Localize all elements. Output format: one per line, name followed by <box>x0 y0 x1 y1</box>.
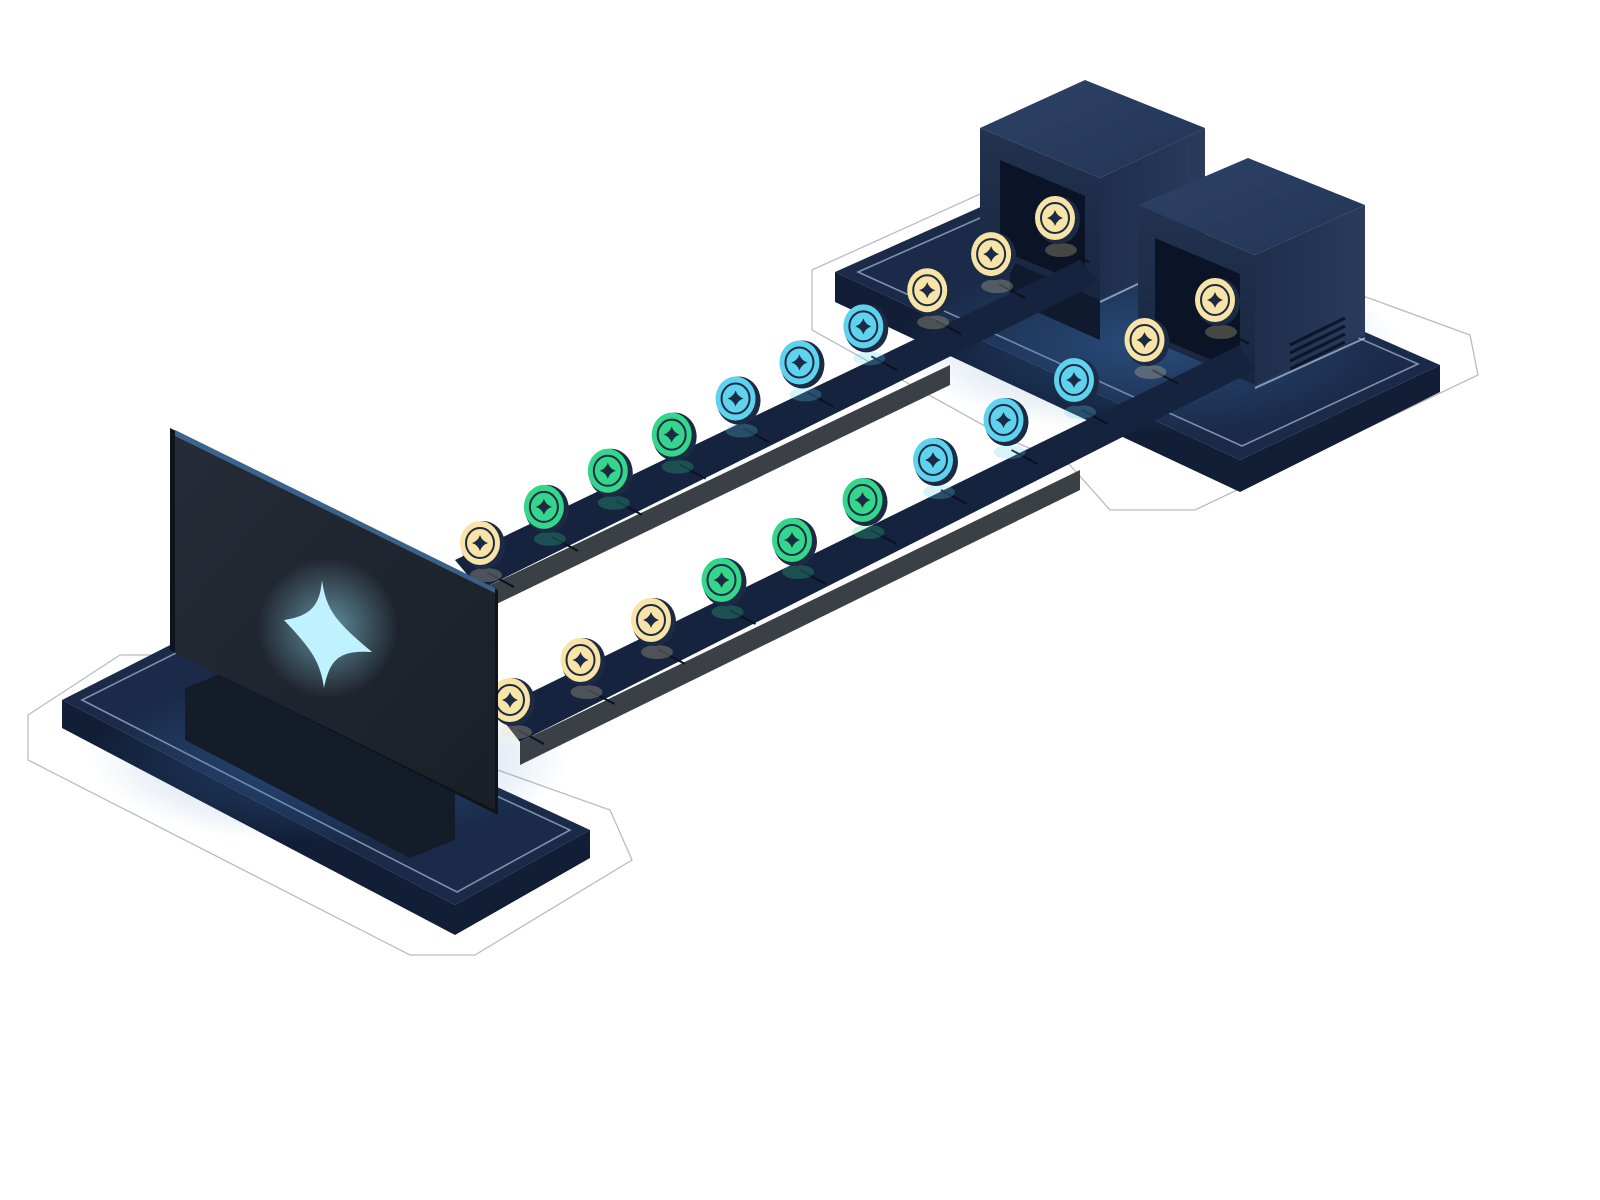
token-reflection <box>1064 405 1096 419</box>
sparkle-icon <box>791 354 808 371</box>
conveyor-lower <box>490 278 1255 765</box>
sparkle-icon <box>535 498 552 515</box>
lower-token-green <box>701 558 747 606</box>
belt-tick <box>615 499 643 516</box>
belt-tick <box>551 536 579 552</box>
sparkle-icon <box>663 426 680 443</box>
belt-tick <box>1011 449 1038 465</box>
sparkle-icon <box>983 246 1000 263</box>
belt-tick <box>487 572 515 588</box>
sparkle-icon <box>1066 372 1082 388</box>
vent-grille <box>1289 316 1346 371</box>
token-reflection <box>570 685 603 699</box>
belt-tick <box>517 729 545 745</box>
lower-token-cyan <box>1054 358 1099 406</box>
upper-token-yellow <box>1035 196 1080 244</box>
belt-tick <box>934 319 962 336</box>
upper-token-cyan <box>843 304 889 353</box>
sparkle-icon <box>995 412 1012 428</box>
lower-token-yellow <box>490 678 535 726</box>
token-reflection <box>789 387 822 402</box>
belt-tick <box>870 529 897 545</box>
token-reflection <box>1205 325 1237 339</box>
conveyor-lower-belt <box>495 345 1255 742</box>
token-reflection <box>597 495 630 510</box>
conveyor-upper-belt <box>455 260 1100 590</box>
belt-tick <box>1222 329 1250 345</box>
belt-tick <box>658 649 686 665</box>
client-platform <box>27 640 633 956</box>
token-reflection <box>725 423 758 438</box>
belt-tick <box>1081 409 1109 425</box>
belt-tick <box>729 609 756 625</box>
belt-tick <box>1062 247 1090 263</box>
sparkle-icon <box>643 612 659 628</box>
token-reflection <box>852 525 885 539</box>
sparkle-icon <box>784 532 800 548</box>
belt-tick <box>588 689 615 705</box>
token-reflection <box>981 279 1014 294</box>
sparkle-icon <box>854 492 871 508</box>
lower-token-green <box>772 518 817 566</box>
sparkle-icon <box>1207 292 1223 308</box>
token-reflection <box>661 459 694 474</box>
upper-token-green <box>523 484 569 533</box>
belt-tick <box>1152 369 1179 385</box>
token-reflection <box>533 531 566 546</box>
sparkle-icon <box>284 580 372 688</box>
upper-token-yellow <box>907 268 953 317</box>
lower-token-yellow <box>1124 318 1170 366</box>
belt-tick <box>940 489 968 505</box>
token-reflection <box>711 605 744 619</box>
belt-tick <box>998 283 1026 299</box>
conveyor-upper <box>455 196 1100 612</box>
upper-token-green <box>587 448 633 497</box>
token-reflection <box>470 568 502 582</box>
upper-token-yellow <box>460 521 505 569</box>
lower-token-green <box>842 478 888 526</box>
sparkle-icon <box>1047 210 1063 226</box>
upper-token-cyan <box>715 376 761 425</box>
belt-tick <box>743 427 771 444</box>
lower-token-cyan <box>913 438 958 486</box>
token-reflection <box>641 645 673 659</box>
sparkle-icon <box>727 390 744 407</box>
upper-token-green <box>651 412 697 461</box>
upper-token-cyan <box>779 340 825 389</box>
client-screen <box>170 428 498 815</box>
sparkle-icon <box>855 318 872 335</box>
sparkle-icon <box>502 692 518 708</box>
token-reflection <box>1045 243 1077 257</box>
sparkle-icon <box>919 282 936 299</box>
token-reflection <box>500 725 532 739</box>
lower-token-cyan <box>983 398 1029 446</box>
sparkle-icon <box>472 535 488 551</box>
lower-token-yellow <box>560 638 606 686</box>
sparkle-icon <box>1136 332 1153 348</box>
client-platform-outline <box>27 654 633 956</box>
belt-tick <box>799 569 827 585</box>
lower-token-yellow <box>631 598 676 646</box>
token-reflection <box>917 315 950 330</box>
token-reflection <box>993 445 1026 459</box>
sparkle-icon <box>713 572 730 588</box>
sparkle-icon <box>572 652 589 668</box>
token-reflection <box>923 485 955 499</box>
lower-token-yellow <box>1195 278 1240 326</box>
belt-tick <box>870 355 898 372</box>
sparkle-icon <box>599 462 616 479</box>
upper-token-yellow <box>971 232 1017 281</box>
token-reflection <box>853 351 886 366</box>
token-reflection <box>782 565 814 579</box>
belt-tick <box>806 391 834 408</box>
token-reflection <box>1134 365 1167 379</box>
sparkle-icon <box>925 452 941 468</box>
belt-tick <box>679 463 707 480</box>
